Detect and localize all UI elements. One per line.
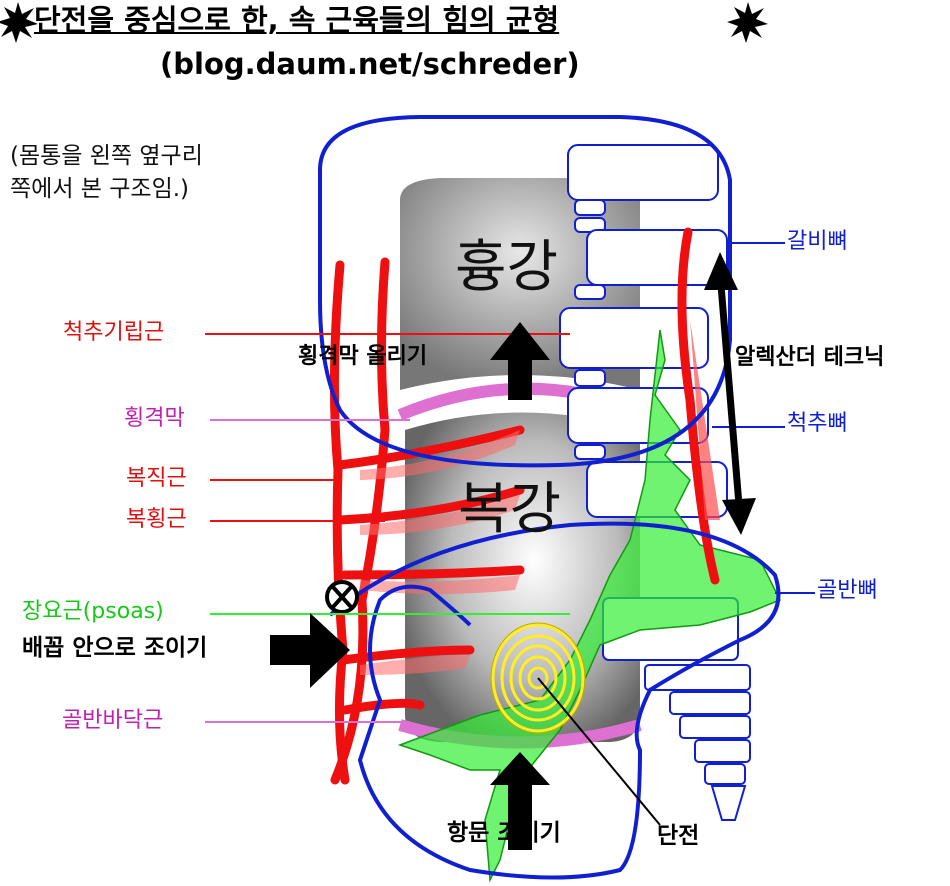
- diaphragm-label: 횡격막: [124, 406, 185, 431]
- view-note-line1: (몸통을 왼쪽 옆구리: [10, 143, 203, 169]
- arrow-up-diaphragm-icon: [490, 322, 550, 400]
- rectus-front-line: [329, 260, 350, 785]
- danjeon-rings: [491, 623, 585, 733]
- arrow-down-alexander-icon: [722, 498, 756, 535]
- transversus-abdominis-label: 복횡근: [126, 507, 187, 532]
- pelvis-outline: [328, 521, 781, 880]
- page-title: 단전을 중심으로 한, 속 근육들의 힘의 균형: [34, 3, 560, 37]
- psoas-label: 장요근(psoas): [22, 599, 164, 624]
- pelvic-floor-label: 골반바닥근: [62, 708, 164, 733]
- danjeon-label: 단전: [657, 823, 700, 849]
- lift-diaphragm-label: 횡격막 올리기: [298, 344, 428, 369]
- abdominal-bands: [335, 425, 525, 715]
- view-note-line2: 쪽에서 본 구조임.): [10, 176, 190, 202]
- navel-squeeze-label: 배꼽 안으로 조이기: [22, 635, 208, 661]
- page-subtitle: (blog.daum.net/schreder): [160, 47, 580, 81]
- alexander-technique-label: 알렉산더 테크닉: [735, 345, 885, 370]
- rectus-abdominis-label: 복직근: [126, 466, 187, 491]
- right-leader-lines: [712, 242, 815, 594]
- chest-cavity-label: 흉강: [455, 235, 559, 300]
- pelvis-bone-label: 골반뼈: [817, 578, 878, 603]
- abdomen-cavity-label: 복강: [458, 477, 562, 542]
- ribcage-outline: [318, 115, 732, 468]
- arrow-up-anus-icon: [490, 752, 550, 850]
- left-leader-lines: [205, 333, 570, 723]
- arrow-up-alexander-icon: [704, 252, 738, 290]
- transversus-line: [330, 257, 390, 785]
- arrow-right-navel-icon: [270, 613, 350, 688]
- vertebra-label: 척추뼈: [787, 411, 848, 436]
- ribs-label: 갈비뼈: [787, 229, 848, 254]
- anus-squeeze-label: 항문 조이기: [447, 820, 561, 846]
- erector-spinae-label: 척추기립근: [63, 320, 165, 345]
